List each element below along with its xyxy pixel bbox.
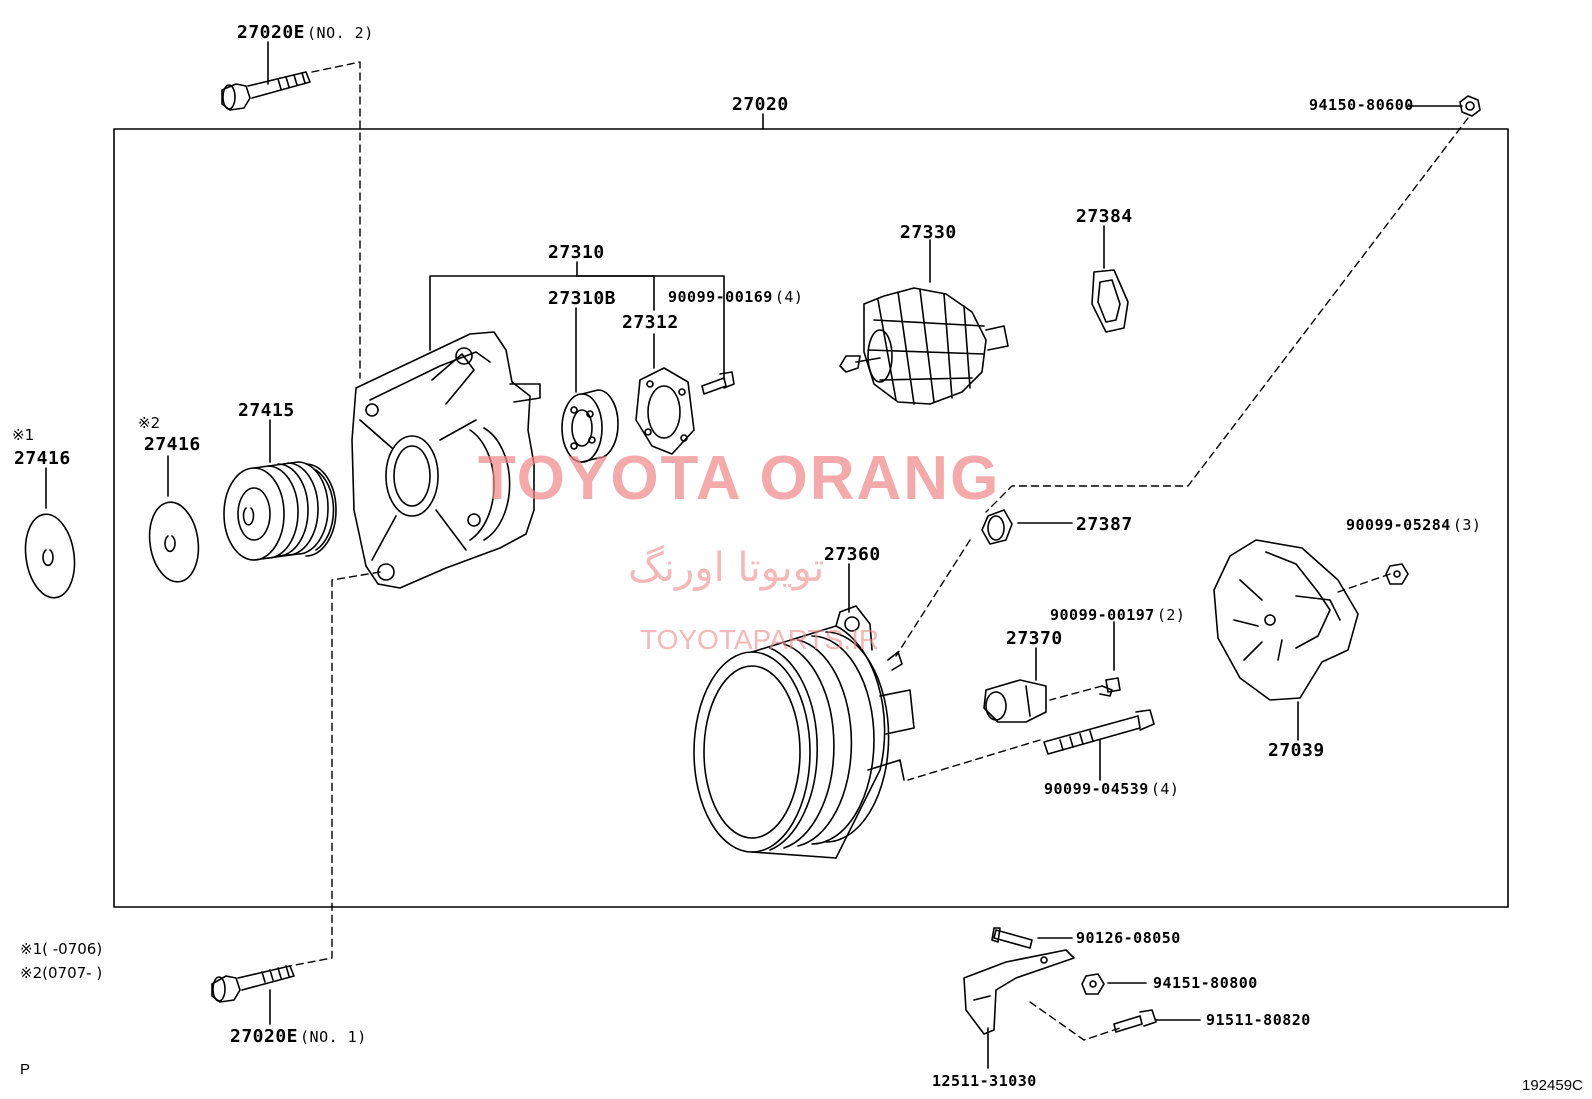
watermark-brand: TOYOTA ORANG (478, 444, 1001, 513)
part-label-27020: 27020 (732, 94, 789, 115)
pulley-27415-drawing (223, 461, 337, 561)
figure-id: 192459C (1522, 1077, 1583, 1094)
part-label-91511-80820: 91511-80820 (1206, 1011, 1311, 1029)
washer-27416-2-drawing (148, 501, 200, 583)
bolt-90099-04539-drawing (1043, 709, 1155, 755)
part-label-27039: 27039 (1268, 740, 1325, 761)
part-label-27312: 27312 (622, 312, 679, 333)
part-label-90099-00197: 90099-00197(2) (1050, 606, 1186, 624)
rotor-27330-drawing (839, 287, 1009, 405)
part-label-12511-31030: 12511-31030 (932, 1072, 1037, 1090)
part-label-90099-00169: 90099-00169(4) (668, 288, 804, 306)
screw-90099-00169-drawing (701, 371, 735, 395)
part-label-27416-2: 27416 (144, 434, 201, 455)
brush-holder-27370-drawing (983, 679, 1047, 723)
legend-row-2: ※2(0707- ) (20, 964, 103, 982)
part-label-27387: 27387 (1076, 514, 1133, 535)
part-label-27370: 27370 (1006, 628, 1063, 649)
mark-2: ※2 (138, 414, 161, 432)
watermark-site: TOYOTAPARTS.IR (640, 624, 880, 655)
leader-lines (45, 41, 1463, 1069)
bolt-27020e-no2-drawing (221, 71, 311, 111)
stud-90126-08050-drawing (991, 927, 1033, 949)
washer-27416-1-drawing (24, 513, 76, 599)
part-label-27020e-no1: 27020E(NO. 1) (230, 1026, 367, 1047)
bolt-91511-80820-drawing (1113, 1009, 1157, 1033)
bracket-12511-31030-drawing (963, 949, 1075, 1035)
part-label-90126-08050: 90126-08050 (1076, 929, 1181, 947)
part-label-94151-80800: 94151-80800 (1153, 974, 1258, 992)
part-label-90099-04539: 90099-04539(4) (1044, 780, 1180, 798)
nut-94151-80800-drawing (1081, 973, 1105, 995)
corner-mark: P (20, 1061, 31, 1078)
part-label-27310b: 27310B (548, 288, 617, 309)
mark-1: ※1 (12, 426, 35, 444)
bolt-27020e-no1-drawing (211, 965, 295, 1003)
dashed-assembly-lines (289, 61, 1469, 1041)
nut-94150-drawing (1459, 95, 1481, 117)
legend-row-1: ※1( -0706) (20, 940, 103, 958)
drive-end-frame-27310-drawing (351, 331, 541, 589)
part-label-27415: 27415 (238, 400, 295, 421)
bearing-27310b-drawing (561, 389, 619, 463)
part-label-27020e-no2: 27020E(NO. 2) (237, 22, 374, 43)
part-label-27384: 27384 (1076, 206, 1133, 227)
part-label-27330: 27330 (900, 222, 957, 243)
rectifier-end-frame-27360-drawing (693, 605, 915, 859)
insulator-27384-drawing (1091, 269, 1129, 333)
bushing-27387-drawing (981, 509, 1013, 545)
retainer-plate-27312-drawing (635, 367, 695, 455)
part-label-27310: 27310 (548, 242, 605, 263)
part-label-27360: 27360 (824, 544, 881, 565)
screw-90099-00197-drawing (1099, 677, 1121, 697)
assembly-frame (113, 128, 1509, 908)
nut-90099-05284-drawing (1385, 563, 1409, 585)
part-label-94150-80600: 94150-80600 (1309, 96, 1414, 114)
part-label-90099-05284: 90099-05284(3) (1346, 516, 1482, 534)
watermark-brand-fa: تویوتا اورنگ (628, 545, 825, 591)
rear-cover-27039-drawing (1213, 539, 1359, 701)
part-label-27416-1: 27416 (14, 448, 71, 469)
